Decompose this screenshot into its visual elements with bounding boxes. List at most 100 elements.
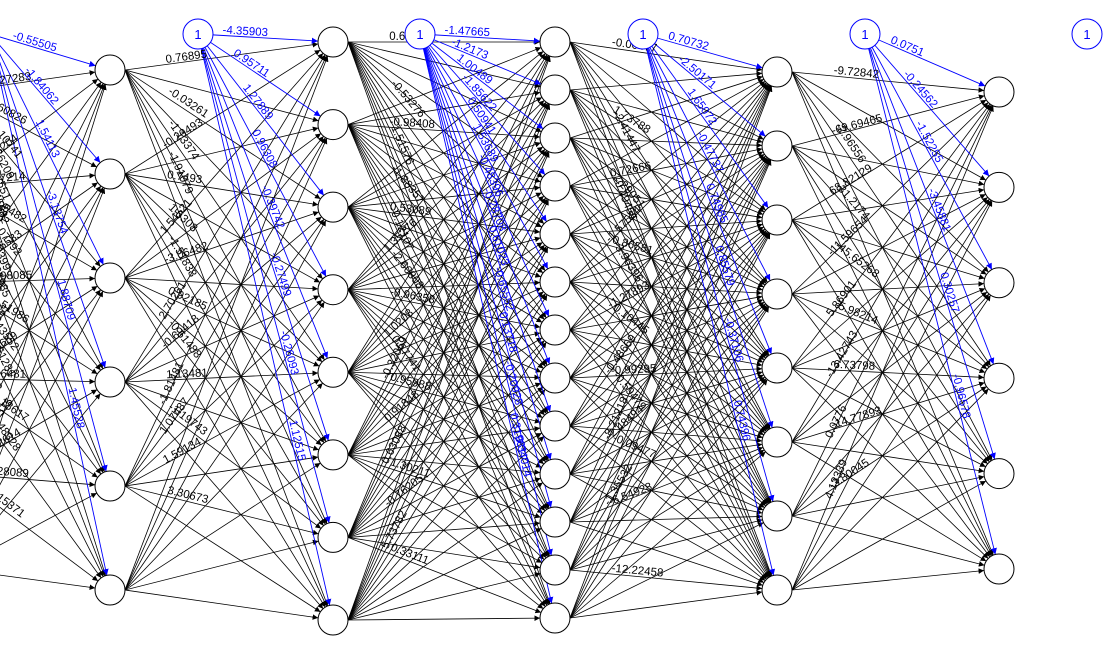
weight-edge	[569, 226, 764, 331]
bias-edge	[419, 33, 550, 317]
weight-edge	[0, 275, 96, 282]
bias-weight-label: 0.70732	[667, 30, 710, 53]
bias-node	[404, 18, 436, 50]
weight-edge	[347, 41, 541, 89]
bias-weight-label: -1.84062	[22, 65, 61, 107]
weight-edge	[791, 293, 991, 558]
weight-edge	[347, 55, 549, 456]
weight-edge	[124, 211, 319, 279]
weight-edge	[347, 371, 545, 560]
weight-edge	[347, 41, 543, 178]
neuron-node	[539, 122, 571, 154]
weight-edge	[0, 185, 102, 320]
bias-edge	[419, 33, 541, 44]
weight-edge	[347, 103, 551, 621]
weight-edge	[569, 233, 770, 578]
weight-edge	[791, 295, 991, 591]
weight-edge	[124, 589, 319, 620]
weight-edge	[0, 205, 106, 473]
weight-edge	[347, 289, 545, 465]
weight-edge	[791, 474, 985, 517]
weight-edge	[347, 101, 547, 373]
weight-edge	[347, 124, 546, 367]
weight-edge	[791, 104, 992, 443]
weight-edge	[347, 41, 549, 461]
weight-label: -13.42743	[824, 329, 861, 380]
weight-edge	[791, 219, 988, 370]
weight-edge	[569, 137, 764, 216]
weight-edge	[347, 615, 541, 621]
weight-edge	[347, 246, 547, 538]
weight-edge	[124, 277, 319, 292]
neuron-node	[983, 362, 1015, 394]
weight-edge	[347, 53, 546, 290]
weight-label: -0.53276	[389, 78, 428, 120]
weight-edge	[569, 83, 768, 331]
weight-edge	[124, 539, 319, 591]
weight-edge	[347, 55, 550, 538]
weight-edge	[569, 185, 764, 288]
weight-label: 1.13481	[166, 367, 208, 381]
weight-edge	[124, 137, 326, 487]
weight-edge	[569, 513, 763, 523]
bias-edge	[197, 33, 321, 117]
bias-edge	[0, 78, 109, 576]
weight-edge	[569, 522, 764, 619]
weight-edge	[569, 232, 770, 571]
bias-edge	[197, 33, 331, 524]
weight-edges	[0, 39, 994, 621]
weight-edge	[124, 126, 319, 175]
bias-node-label: 1	[861, 27, 868, 42]
neuron-node	[761, 204, 793, 236]
weight-edge	[791, 105, 993, 517]
bias-weight-label: 0.96308	[249, 128, 279, 170]
weight-label: 6.73798	[833, 359, 875, 373]
weight-edge	[791, 515, 985, 567]
weight-edge	[569, 233, 765, 361]
neuron-node	[94, 470, 126, 502]
weight-edge	[791, 293, 988, 465]
neuron-node	[539, 74, 571, 106]
weight-edge	[569, 137, 763, 149]
weight-edge	[0, 506, 99, 582]
weight-edge	[347, 124, 544, 274]
weight-edge	[569, 425, 764, 511]
weight-edge	[569, 446, 764, 523]
weight-edge	[124, 173, 325, 444]
weight-edge	[347, 206, 543, 323]
weight-edge	[124, 455, 319, 487]
weight-edge	[569, 41, 771, 429]
bias-edge	[642, 33, 763, 70]
weight-edge	[347, 199, 549, 621]
weight-edge	[347, 100, 545, 291]
weight-edge	[569, 451, 766, 619]
weight-label: -1.45682	[0, 178, 11, 225]
weight-edge	[347, 195, 545, 373]
bias-edge	[864, 33, 997, 555]
weight-label: 0.28089	[0, 465, 29, 480]
bias-edge	[419, 33, 552, 412]
weight-edge	[791, 441, 985, 474]
bias-weight-label: 1.27889	[240, 82, 275, 122]
weight-edge	[347, 206, 545, 416]
neuron-node	[94, 262, 126, 294]
weight-edge	[569, 89, 769, 357]
weight-edge	[0, 213, 98, 271]
weight-edge	[347, 389, 546, 621]
neuron-node	[761, 352, 793, 384]
weight-edge	[569, 153, 765, 283]
weight-edge	[569, 589, 763, 619]
weight-edge	[347, 528, 542, 621]
weight-edge	[569, 158, 771, 523]
weight-edge	[569, 41, 763, 72]
weight-edge	[791, 71, 993, 461]
weight-edge	[791, 193, 986, 295]
neuron-node	[539, 458, 571, 490]
weight-edge	[347, 51, 544, 208]
weight-label: -4.6481	[0, 368, 26, 381]
bias-node	[849, 18, 881, 50]
weight-edge	[791, 199, 992, 517]
weight-edge	[347, 54, 548, 373]
neuron-node	[983, 76, 1015, 108]
